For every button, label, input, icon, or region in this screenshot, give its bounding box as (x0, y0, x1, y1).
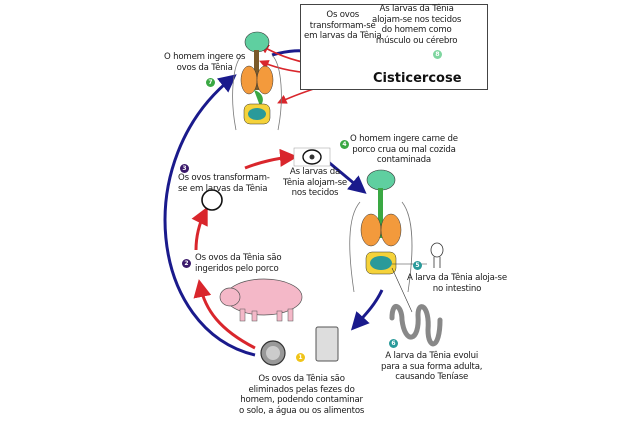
red-arrow-egg-to-pig (193, 279, 256, 350)
egg-larva-icon-left (201, 189, 223, 211)
blue-arrow-human-to-feces (350, 289, 384, 331)
tissue-larvae-label: As larvas da Tênia alojam-se nos tecidos (283, 167, 347, 198)
cyst-in-tissue-icon-middle (293, 147, 331, 167)
step-badge-7: 7 (206, 78, 215, 87)
pig-illustration (219, 278, 303, 322)
red-arrow-larva-to-tissue (244, 148, 298, 170)
step-badge-2: 2 (182, 259, 191, 268)
step-badge-5: 5 (413, 261, 422, 270)
step-4-label: O homem ingere carne de porco crua ou ma… (350, 134, 458, 165)
step-badge-4: 4 (340, 140, 349, 149)
blue-arrow-cycle (163, 74, 256, 357)
red-arrow-pig-to-larva (191, 206, 208, 251)
cysticercosis-box (300, 4, 488, 90)
tapeworm-head-icon (430, 242, 444, 268)
proglottid-icon (315, 326, 339, 362)
step-badge-6: 6 (389, 339, 398, 348)
step-6-label: A larva da Tênia evolui para a sua forma… (381, 351, 483, 382)
step-2-label: Os ovos da Tênia são ingeridos pelo porc… (195, 253, 282, 274)
step-3-label: Os ovos transformam- se em larvas da Tên… (178, 173, 270, 194)
step-badge-8: 8 (433, 50, 442, 59)
step-7-label: O homem ingere os ovos da Tênia (164, 52, 246, 73)
cysticercosis-label: Cisticercose (373, 71, 462, 86)
human-figure-right (349, 169, 427, 313)
human-figure-top (232, 31, 282, 131)
egg-in-feces-icon (260, 340, 286, 366)
adult-tapeworm-icon (389, 304, 443, 347)
step-badge-3: 3 (180, 164, 189, 173)
box-egg-label: Os ovos transformam-se em larvas da Têni… (304, 10, 382, 41)
box-cyst-label: As larvas da Tênia alojam-se nos tecidos… (372, 4, 462, 46)
step-5-label: A larva da Tênia aloja-se no intestino (407, 273, 507, 294)
step-1-label: Os ovos da Tênia são eliminados pelas fe… (239, 374, 365, 416)
blue-arrow-tissue-to-human (325, 158, 367, 194)
step-badge-1: 1 (296, 353, 305, 362)
